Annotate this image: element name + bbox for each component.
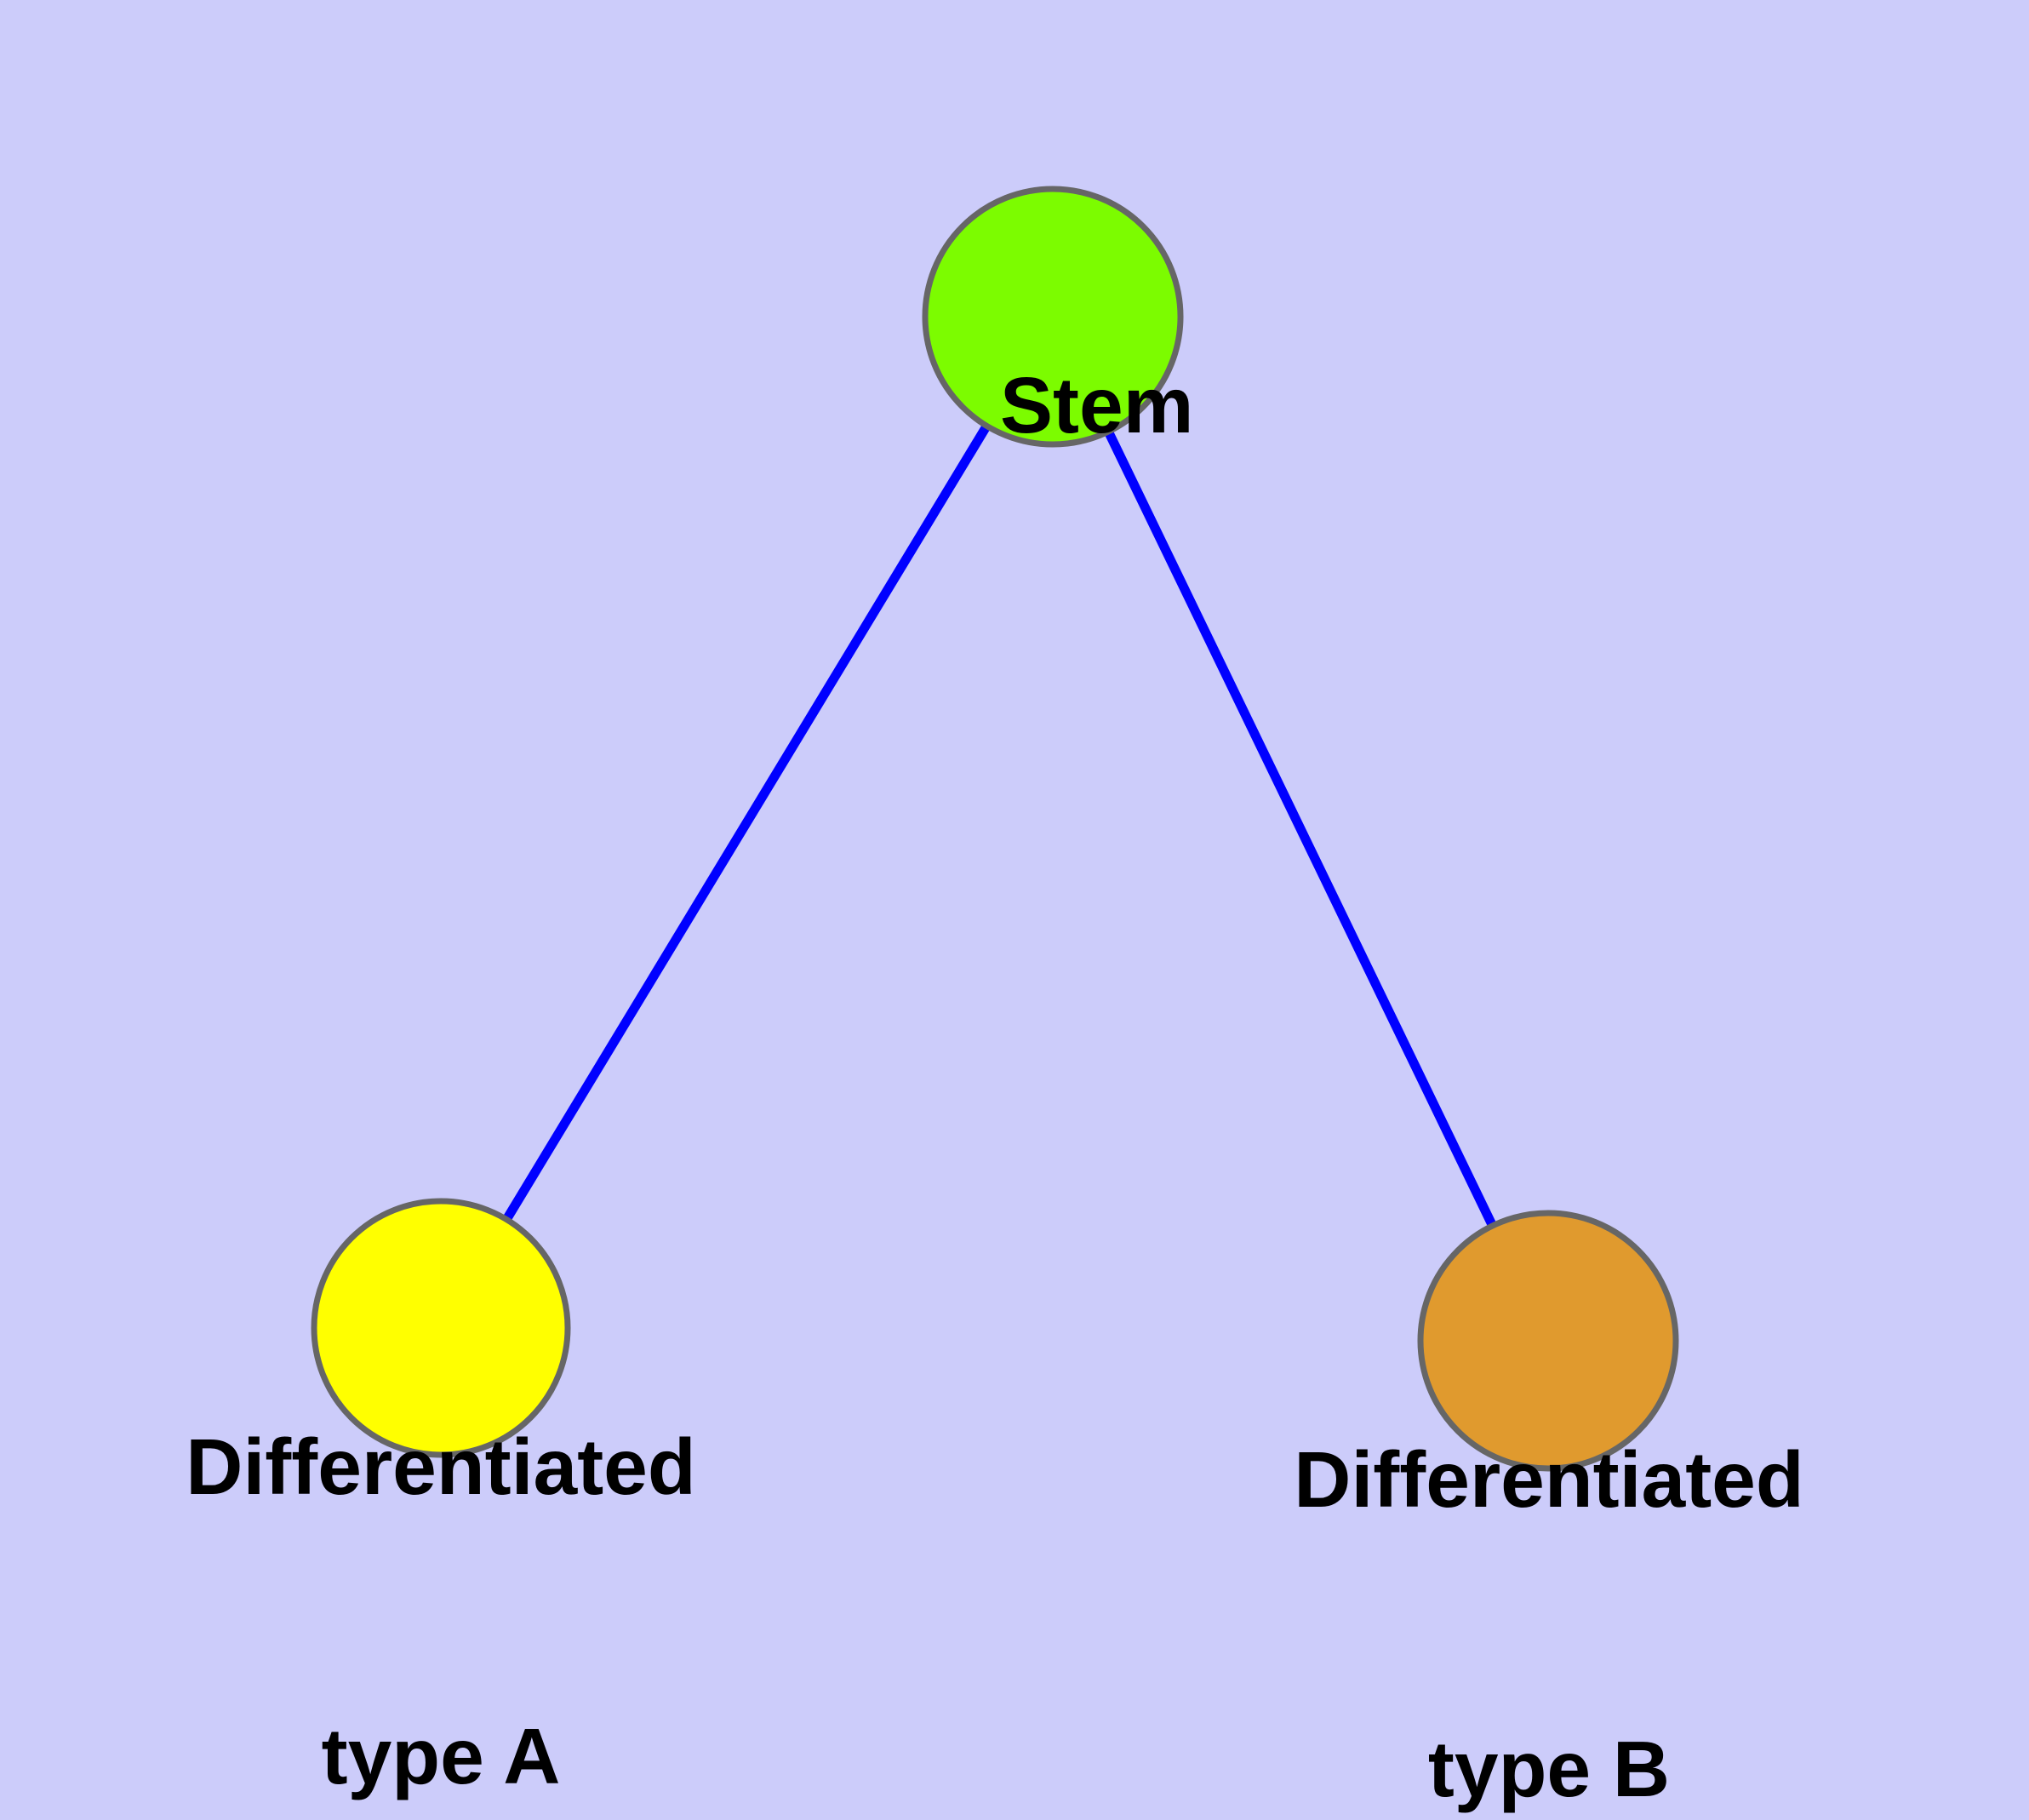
node-differentiated-type-a[interactable]: [311, 1198, 571, 1458]
node-differentiated-type-b[interactable]: [1417, 1210, 1679, 1472]
edge-stem-to-differentiated-a[interactable]: [437, 314, 1057, 1331]
edge-stem-to-differentiated-b[interactable]: [1049, 314, 1552, 1343]
node-stem[interactable]: [922, 186, 1184, 448]
